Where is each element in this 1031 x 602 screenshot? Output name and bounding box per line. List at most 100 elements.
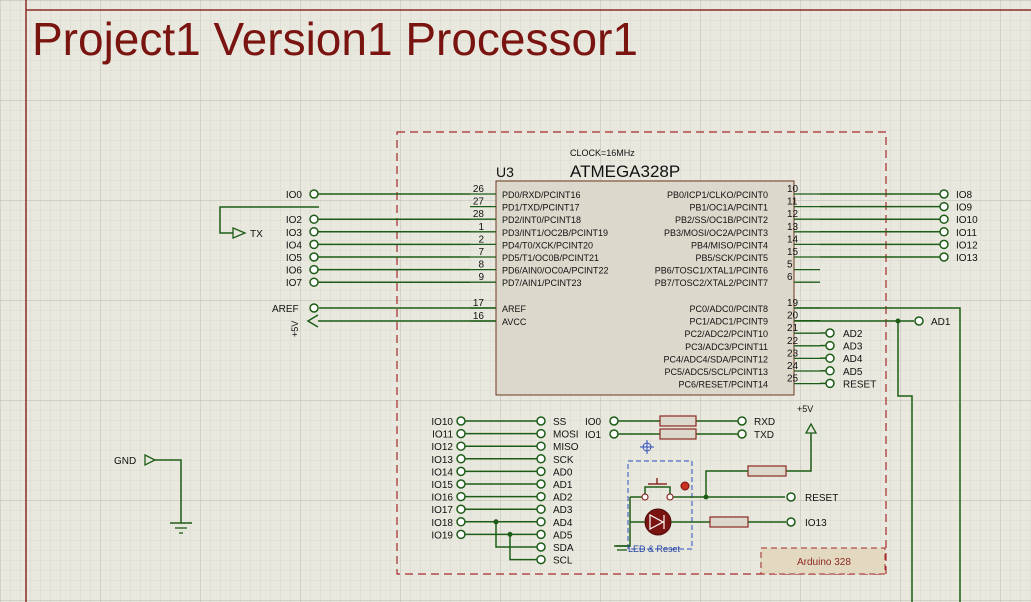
reset-terminal[interactable]: [786, 492, 796, 502]
left-io-label: IO2: [286, 215, 303, 226]
uart-rxd-resistor[interactable]: [659, 415, 697, 427]
chip-clock: CLOCK=16MHz: [570, 148, 635, 158]
gnd-label: GND: [114, 456, 136, 467]
left-io-terminal[interactable]: [309, 189, 319, 199]
right-c-terminal[interactable]: [825, 366, 835, 376]
uart-io0-label: IO0: [585, 417, 602, 428]
aref-terminal[interactable]: [309, 303, 319, 313]
io-list-terminal[interactable]: [456, 491, 466, 502]
chip-right-pin-name: PB6/TOSC1/XTAL1/PCINT6: [655, 266, 768, 276]
right-io-terminal[interactable]: [939, 252, 949, 262]
tx-label: TX: [250, 229, 263, 240]
left-io-label: IO6: [286, 266, 303, 277]
led-resistor[interactable]: [709, 516, 749, 528]
chip-left-pin-name: AVCC: [502, 317, 527, 327]
board-label: Arduino 328: [797, 557, 851, 568]
right-c-terminal[interactable]: [825, 378, 835, 389]
io-list-label: IO13: [431, 455, 453, 466]
func-terminal[interactable]: [536, 504, 546, 514]
io-list-terminal[interactable]: [456, 441, 466, 451]
reset-plus5v-label: +5V: [797, 404, 813, 414]
left-io-terminal[interactable]: [309, 214, 319, 224]
func-terminal[interactable]: [536, 529, 546, 540]
func-terminal[interactable]: [536, 491, 546, 502]
led-icon[interactable]: [644, 508, 672, 536]
left-io-terminal[interactable]: [309, 252, 319, 262]
io-list-terminal[interactable]: [456, 517, 466, 527]
io-list-label: IO11: [432, 430, 453, 441]
func-label: AD1: [553, 480, 573, 491]
led-diode-triangle: [649, 513, 665, 531]
chip-right-pin-number: 23: [787, 348, 799, 359]
func-terminal[interactable]: [536, 554, 546, 565]
right-c-terminal[interactable]: [825, 340, 835, 351]
right-c-terminal[interactable]: [825, 328, 835, 338]
chip-left-pin-name: AREF: [502, 304, 527, 314]
right-io-label: IO13: [956, 253, 978, 264]
chip-left-pin-number: 1: [478, 222, 484, 233]
left-io-label: IO5: [286, 253, 303, 264]
left-io-terminal[interactable]: [309, 239, 319, 250]
right-io-label: IO12: [956, 240, 978, 251]
chip-left-pin-number: 8: [478, 260, 484, 271]
rxd-terminal[interactable]: [737, 416, 747, 426]
ad1-label: AD1: [931, 317, 951, 328]
right-io-label: IO8: [956, 190, 973, 201]
func-terminal[interactable]: [536, 466, 546, 477]
pullup-resistor[interactable]: [747, 465, 787, 477]
chip-right-pin-name: PB7/TOSC2/XTAL2/PCINT7: [655, 278, 768, 288]
func-terminal[interactable]: [536, 441, 546, 451]
chip-right-pin-number: 15: [787, 247, 799, 258]
func-terminal[interactable]: [536, 517, 546, 527]
uart-io1-terminal[interactable]: [609, 429, 619, 439]
chip-right-pin-name: PC0/ADC0/PCINT8: [689, 304, 768, 314]
left-io-terminal[interactable]: [309, 277, 319, 287]
io-list-label: IO12: [431, 442, 453, 453]
func-terminal[interactable]: [536, 428, 546, 439]
chip-right-pin-name: PB5/SCK/PCINT5: [695, 253, 768, 263]
io-list-terminal[interactable]: [456, 529, 466, 540]
io-list-terminal[interactable]: [456, 428, 466, 439]
right-io-terminal[interactable]: [939, 214, 949, 224]
func-label: SDA: [553, 543, 574, 554]
crosshair-icon: [640, 440, 654, 454]
io-list-terminal[interactable]: [456, 466, 466, 477]
func-terminal[interactable]: [536, 479, 546, 489]
io13-terminal[interactable]: [786, 517, 796, 527]
func-terminal[interactable]: [536, 542, 546, 552]
right-c-terminal[interactable]: [825, 353, 835, 363]
right-io-terminal[interactable]: [939, 189, 949, 199]
avcc-plus5v-label: +5V: [290, 321, 300, 337]
func-terminal[interactable]: [536, 416, 546, 426]
uart-io0-terminal[interactable]: [609, 416, 619, 426]
io-list-terminal[interactable]: [456, 454, 466, 464]
txd-terminal[interactable]: [737, 429, 747, 439]
right-io-terminal[interactable]: [939, 201, 949, 212]
uart-io1-label: IO1: [585, 430, 602, 441]
right-io-terminal[interactable]: [939, 239, 949, 250]
io-list-terminal[interactable]: [456, 416, 466, 426]
atmega-chip-body[interactable]: [495, 180, 795, 396]
io13-label: IO13: [805, 518, 827, 529]
chip-left-pin-number: 2: [478, 234, 484, 245]
chip-right-pin-number: 24: [787, 361, 799, 372]
chip-right-pin-name: PB0/ICP1/CLKO/PCINT0: [667, 190, 768, 200]
chip-right-pin-name: PC1/ADC1/PCINT9: [689, 317, 768, 327]
chip-right-pin-name: PB3/MOSI/OC2A/PCINT3: [664, 228, 768, 238]
chip-left-pin-name: PD3/INT1/OC2B/PCINT19: [502, 228, 608, 238]
io-list-terminal[interactable]: [456, 504, 466, 514]
uart-txd-resistor[interactable]: [659, 428, 697, 440]
chip-left-pin-number: 17: [473, 298, 485, 309]
left-io-label: IO4: [286, 240, 303, 251]
func-label: SCL: [553, 556, 573, 567]
chip-left-pin-name: PD1/TXD/PCINT17: [502, 203, 580, 213]
sda-link-wire: [495, 521, 537, 548]
right-io-terminal[interactable]: [939, 227, 949, 237]
io-list-terminal[interactable]: [456, 479, 466, 489]
ad1-terminal[interactable]: [914, 316, 924, 326]
func-label: SS: [553, 417, 567, 428]
left-io-terminal[interactable]: [309, 264, 319, 275]
left-io-terminal[interactable]: [309, 227, 319, 237]
func-terminal[interactable]: [536, 454, 546, 464]
